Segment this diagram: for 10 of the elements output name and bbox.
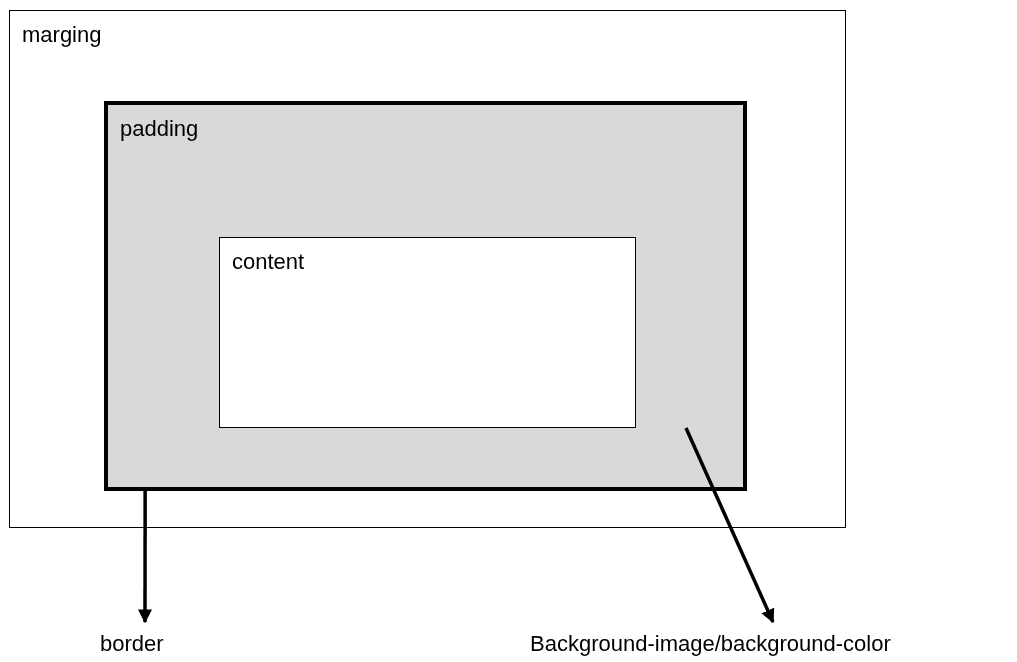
content-box (219, 237, 636, 428)
callout-label: border (100, 630, 164, 658)
box-label: marging (22, 21, 102, 49)
box-label: content (232, 248, 305, 276)
arrow (684, 427, 775, 624)
arrow (138, 491, 152, 624)
padding-box (104, 101, 747, 491)
callout-label: Background-image/background-color (530, 630, 891, 658)
box-label: padding (120, 115, 199, 143)
margin-box (9, 10, 846, 528)
